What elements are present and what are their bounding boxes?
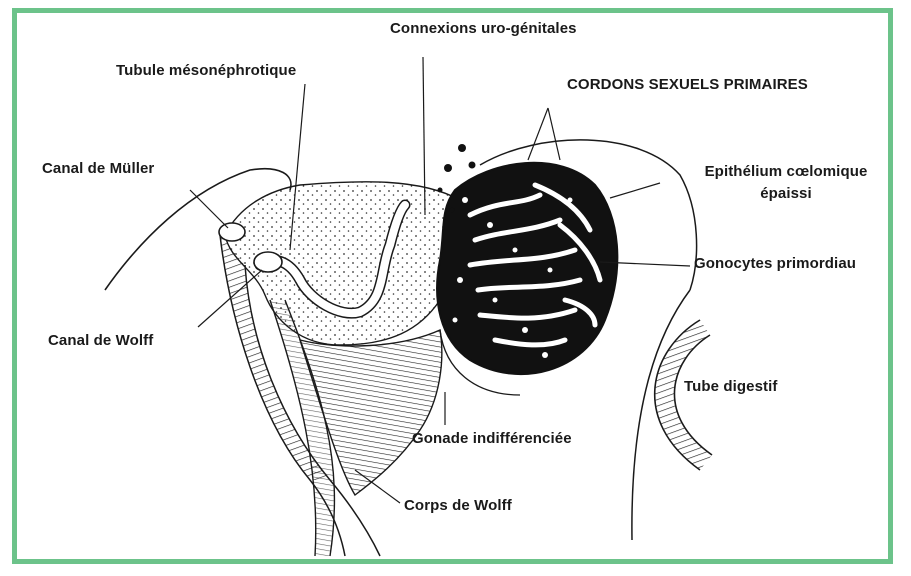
label-connexions-uro-genitales: Connexions uro-génitales — [390, 20, 577, 37]
label-gonocytes-primordiaux: Gonocytes primordiau — [694, 255, 856, 272]
label-epithelium-line1: Epithélium cœlomique — [686, 161, 886, 183]
label-gonade-indifferenciee: Gonade indifférenciée — [412, 430, 572, 447]
label-corps-de-wolff: Corps de Wolff — [404, 497, 512, 514]
muller-canal-opening — [219, 223, 245, 241]
wolff-canal-opening — [254, 252, 282, 272]
label-tube-digestif: Tube digestif — [684, 378, 778, 395]
label-epithelium-coelomique: Epithélium cœlomique épaissi — [686, 161, 886, 205]
label-tubule-mesonephrotique: Tubule mésonéphrotique — [116, 62, 296, 79]
label-canal-de-wolff: Canal de Wolff — [48, 332, 153, 349]
label-cordons-sexuels-primaires: CORDONS SEXUELS PRIMAIRES — [567, 76, 808, 93]
label-canal-de-muller: Canal de Müller — [42, 160, 154, 177]
label-epithelium-line2: épaissi — [686, 183, 886, 205]
